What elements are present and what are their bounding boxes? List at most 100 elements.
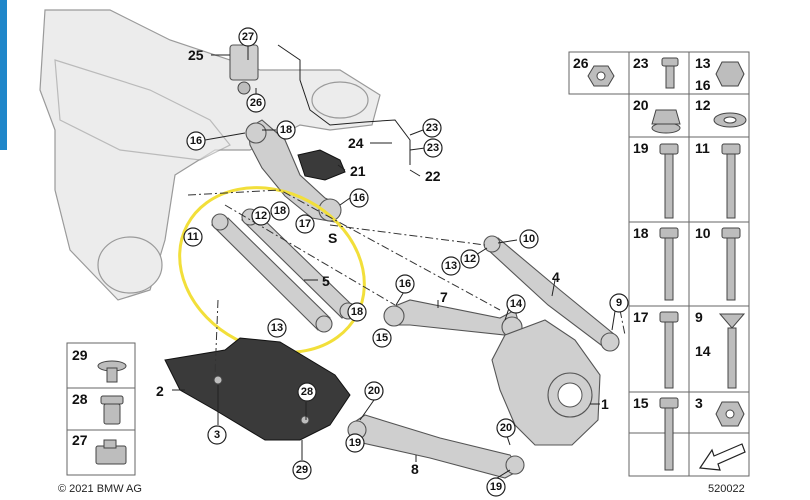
label-5: 5 bbox=[322, 273, 330, 289]
callout-18-mid: 18 bbox=[270, 201, 290, 221]
svg-text:19: 19 bbox=[490, 481, 502, 493]
label-8: 8 bbox=[411, 461, 419, 477]
svg-text:20: 20 bbox=[368, 385, 380, 397]
callout-27: 27 bbox=[238, 27, 258, 47]
bolt-10-icon bbox=[721, 227, 741, 301]
callout-14: 14 bbox=[506, 294, 526, 314]
assembly-line-c bbox=[329, 224, 486, 246]
svg-text:19: 19 bbox=[349, 437, 361, 449]
panel-label-16: 16 bbox=[695, 77, 711, 93]
right-fastener-panel: 26 23 13 16 20 12 19 11 18 10 17 9 14 15… bbox=[568, 51, 750, 477]
svg-text:27: 27 bbox=[242, 31, 254, 43]
label-22: 22 bbox=[425, 168, 441, 184]
panel-label-15: 15 bbox=[633, 395, 649, 411]
svg-text:18: 18 bbox=[351, 306, 363, 318]
nut-3-icon bbox=[715, 401, 745, 427]
svg-text:20: 20 bbox=[500, 422, 512, 434]
left-parts-panel: 29 28 27 bbox=[66, 342, 136, 476]
svg-text:12: 12 bbox=[255, 210, 267, 222]
lower-links-5 bbox=[211, 208, 357, 333]
label-24: 24 bbox=[348, 135, 364, 151]
callout-12-left: 12 bbox=[251, 206, 271, 226]
bracket-21 bbox=[297, 149, 346, 181]
svg-text:16: 16 bbox=[353, 192, 365, 204]
svg-text:28: 28 bbox=[301, 386, 313, 398]
panel-label-3: 3 bbox=[695, 395, 703, 411]
svg-text:11: 11 bbox=[187, 231, 199, 243]
svg-text:23: 23 bbox=[426, 122, 438, 134]
panel-label-10: 10 bbox=[695, 225, 711, 241]
washer-12-icon bbox=[713, 112, 747, 128]
svg-text:17: 17 bbox=[299, 218, 311, 230]
arrow-icon bbox=[698, 443, 746, 471]
panel-label-29: 29 bbox=[72, 347, 88, 363]
svg-text:3: 3 bbox=[214, 429, 220, 441]
bolt-9-icon bbox=[718, 313, 746, 389]
callout-23-a: 23 bbox=[422, 118, 442, 138]
wheel-carrier bbox=[491, 319, 601, 446]
link-8 bbox=[347, 414, 525, 479]
label-7: 7 bbox=[440, 289, 448, 305]
nut-28-icon bbox=[100, 395, 124, 425]
svg-text:26: 26 bbox=[250, 97, 262, 109]
copyright-text: © 2021 BMW AG bbox=[58, 483, 142, 495]
label-21: 21 bbox=[350, 163, 366, 179]
label-4: 4 bbox=[552, 269, 560, 285]
nut-13-icon bbox=[715, 61, 745, 87]
svg-text:23: 23 bbox=[427, 142, 439, 154]
callout-3: 3 bbox=[207, 425, 227, 445]
panel-label-23: 23 bbox=[633, 55, 649, 71]
left-edge-accent bbox=[0, 0, 7, 150]
callout-19-b: 19 bbox=[486, 477, 506, 497]
svg-text:29: 29 bbox=[296, 464, 308, 476]
assembly-line-e bbox=[619, 309, 626, 336]
callout-10: 10 bbox=[519, 229, 539, 249]
callout-18-top: 18 bbox=[276, 120, 296, 140]
callout-13-lower: 13 bbox=[267, 318, 287, 338]
callout-11: 11 bbox=[183, 227, 203, 247]
svg-text:13: 13 bbox=[271, 322, 283, 334]
callout-17: 17 bbox=[295, 214, 315, 234]
callout-13-right: 13 bbox=[441, 256, 461, 276]
bolt-11-icon bbox=[721, 143, 741, 219]
callout-15: 15 bbox=[372, 328, 392, 348]
label-2: 2 bbox=[156, 383, 164, 399]
upper-control-arm bbox=[245, 119, 342, 223]
bolt-23-icon bbox=[661, 57, 679, 89]
svg-text:12: 12 bbox=[464, 253, 476, 265]
svg-text:14: 14 bbox=[510, 298, 523, 310]
bolt-19-icon bbox=[659, 143, 679, 219]
sensor-wire bbox=[277, 44, 411, 165]
link-4 bbox=[483, 235, 620, 352]
sensor-bracket bbox=[229, 44, 259, 95]
nut-20-icon bbox=[651, 109, 681, 134]
panel-label-28: 28 bbox=[72, 391, 88, 407]
bolt-17-icon bbox=[659, 311, 679, 389]
callout-16-top: 16 bbox=[186, 131, 206, 151]
clip-27-icon bbox=[95, 439, 127, 465]
svg-text:16: 16 bbox=[399, 278, 411, 290]
svg-text:18: 18 bbox=[274, 205, 286, 217]
label-s: S bbox=[328, 230, 337, 246]
callout-16-right: 16 bbox=[395, 274, 415, 294]
nut-26-icon bbox=[587, 65, 615, 87]
bolt-18-icon bbox=[659, 227, 679, 301]
svg-text:16: 16 bbox=[190, 135, 202, 147]
panel-label-18: 18 bbox=[633, 225, 649, 241]
svg-text:9: 9 bbox=[616, 297, 622, 309]
panel-label-11: 11 bbox=[695, 140, 710, 156]
callout-23-b: 23 bbox=[423, 138, 443, 158]
panel-label-9: 9 bbox=[695, 309, 703, 325]
panel-label-17: 17 bbox=[633, 309, 649, 325]
assembly-line-a bbox=[187, 189, 501, 311]
panel-label-19: 19 bbox=[633, 140, 649, 156]
leader-lines bbox=[172, 45, 617, 479]
svg-text:15: 15 bbox=[376, 332, 388, 344]
assembly-line-d bbox=[214, 299, 219, 376]
label-25: 25 bbox=[188, 47, 204, 63]
svg-text:13: 13 bbox=[445, 260, 457, 272]
bolt-15-icon bbox=[659, 397, 679, 471]
panel-label-13: 13 bbox=[695, 55, 711, 71]
callout-29: 29 bbox=[292, 460, 312, 480]
callout-12-right: 12 bbox=[460, 249, 480, 269]
